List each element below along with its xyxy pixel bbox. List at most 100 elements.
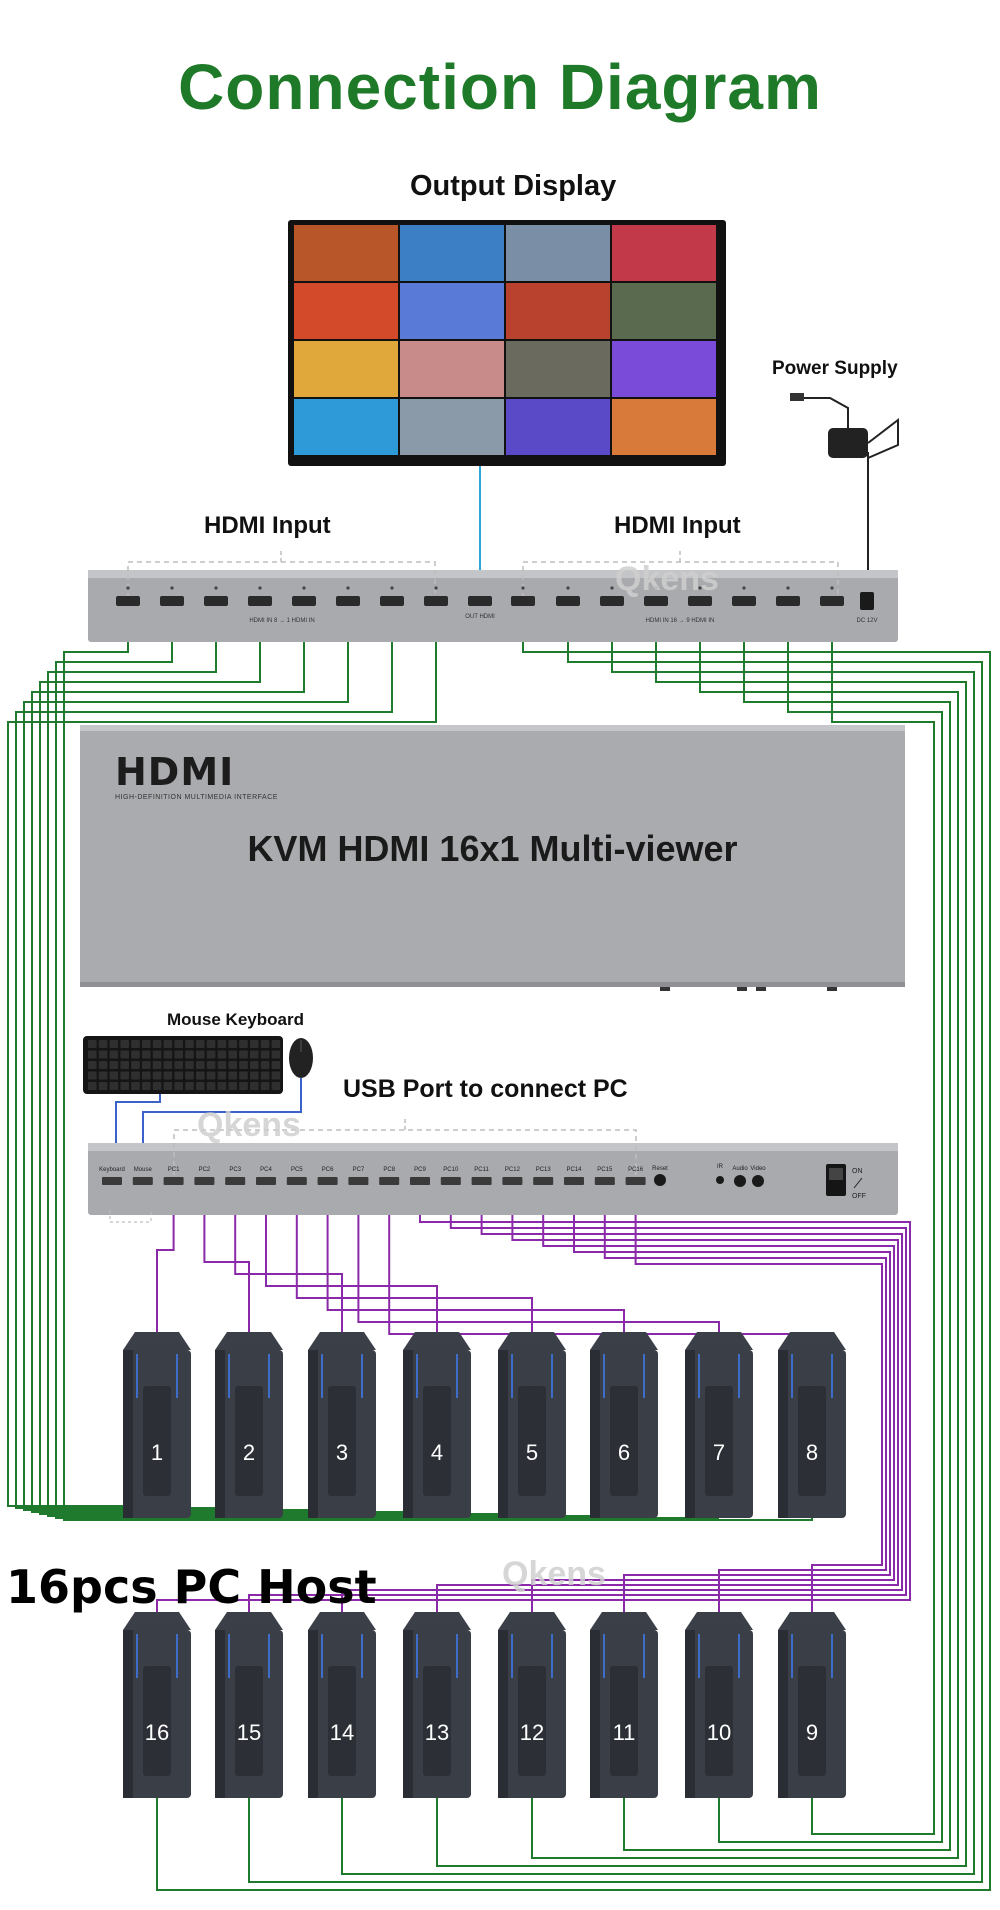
display-tile [400, 399, 504, 455]
left-group-label: HDMI IN 8 → 1 HDMI IN [249, 618, 314, 624]
display-tile [400, 283, 504, 339]
keyboard-key [142, 1061, 151, 1069]
keyboard-key [250, 1061, 259, 1069]
pc-tower-bottom-number: 9 [806, 1720, 818, 1745]
usb-port [194, 1177, 215, 1185]
usb-port-label: PC13 [536, 1167, 552, 1173]
port-led [390, 586, 394, 590]
keyboard-key [120, 1082, 129, 1090]
keyboard-key [260, 1082, 270, 1090]
usb-port-label: Mouse [134, 1167, 153, 1173]
usb-port-label: PC14 [566, 1167, 582, 1173]
usb-cable-bottom [634, 1185, 883, 1612]
usb-port-label: PC1 [168, 1167, 180, 1173]
pc-tower-bottom-panel [235, 1666, 263, 1776]
keyboard-key [239, 1082, 248, 1090]
pc-tower-bottom-led [698, 1634, 740, 1678]
pc-tower-top-top [215, 1332, 283, 1350]
display-tile [612, 225, 716, 281]
pc-tower-bottom-led [416, 1634, 458, 1678]
keyboard-key [217, 1050, 227, 1059]
usb-port [286, 1177, 307, 1185]
pc-tower-bottom-top [215, 1612, 283, 1630]
keyboard-key [163, 1061, 173, 1069]
hdmi-in-port [292, 596, 316, 606]
power-plug [790, 393, 804, 401]
usb-port-label: PC11 [474, 1167, 489, 1173]
switch-off-label: OFF [852, 1193, 866, 1200]
pc-tower-bottom-number: 11 [613, 1720, 636, 1745]
hdmi-in-port [336, 596, 360, 606]
port-led [786, 586, 790, 590]
display-tile [612, 399, 716, 455]
hdmi-cable-right [531, 606, 959, 1859]
hdmi-in-port [511, 596, 535, 606]
keyboard-key [131, 1071, 140, 1080]
pc-tower-top-panel [328, 1386, 356, 1496]
usb-cable-bottom [156, 1185, 911, 1612]
pc-tower-top-number: 2 [243, 1440, 255, 1465]
pc-tower-top-top [590, 1332, 658, 1350]
hdmi-cable-right [718, 606, 943, 1843]
usb-port [102, 1177, 122, 1185]
usb-cable-bottom [436, 1185, 899, 1612]
port-led [214, 586, 218, 590]
hdmi-cable-right [811, 606, 935, 1835]
switch-on-label: ON [852, 1168, 863, 1175]
keyboard-cable [115, 1094, 161, 1160]
hdmi-in-port [688, 596, 712, 606]
hdmi-in-port [160, 596, 184, 606]
keyboard-key [109, 1040, 119, 1048]
kvm-foot [660, 987, 670, 991]
pc-tower-top-number: 5 [526, 1440, 538, 1465]
keyboard-key [206, 1061, 216, 1069]
pc-tower-bottom-panel [143, 1666, 171, 1776]
hdmi-in-port [556, 596, 580, 606]
pc-tower-top-panel [235, 1386, 263, 1496]
hdmi-in-port [116, 596, 140, 606]
mouse-cable [142, 1078, 302, 1160]
kvm-body-top [80, 725, 905, 731]
pc-tower-bottom-side [778, 1630, 788, 1798]
usb-port [256, 1177, 276, 1185]
bracket-stems [280, 548, 681, 562]
pc-tower-top-panel [143, 1386, 171, 1496]
hdmi-cable-right [248, 606, 983, 1883]
pc-tower-top-side [498, 1350, 508, 1518]
pc-tower-bottom-top [685, 1612, 753, 1630]
hdmi-cable-left [63, 606, 813, 1521]
display-tile [400, 341, 504, 397]
keyboard-key [109, 1061, 119, 1069]
dc-label: DC 12V [856, 618, 877, 624]
keyboard-key [196, 1061, 205, 1069]
hdmi-in-port [380, 596, 404, 606]
pc-tower-bottom-top [778, 1612, 846, 1630]
keyboard-key [131, 1050, 140, 1059]
usb-port-label: PC3 [229, 1167, 241, 1173]
kvm-body [80, 725, 905, 987]
display-tile [506, 225, 610, 281]
keyboard-key [109, 1050, 119, 1059]
port-led [610, 586, 614, 590]
usb-port [163, 1177, 184, 1185]
pc-tower-top-side [590, 1350, 600, 1518]
audio-label: Audio [732, 1166, 748, 1172]
switch-slash [853, 1177, 863, 1189]
usb-cable-top [156, 1185, 175, 1332]
keyboard-key [163, 1082, 173, 1090]
pc-tower-top-top [498, 1332, 566, 1350]
display-tile [612, 283, 716, 339]
keyboard-key [228, 1050, 237, 1059]
pc-tower-top-top [685, 1332, 753, 1350]
keyboard-key [185, 1082, 194, 1090]
usb-port [440, 1177, 461, 1185]
keyboard-key [250, 1082, 259, 1090]
keyboard-key [196, 1040, 205, 1048]
usb-port [625, 1177, 646, 1185]
hdmi-in-port [732, 596, 756, 606]
keyboard-key [120, 1061, 129, 1069]
pc-tower-bottom-top [123, 1612, 191, 1630]
right-group-label: HDMI IN 16 → 9 HDMI IN [646, 618, 715, 624]
display-tile [294, 341, 398, 397]
pc-tower-bottom-led [511, 1634, 553, 1678]
